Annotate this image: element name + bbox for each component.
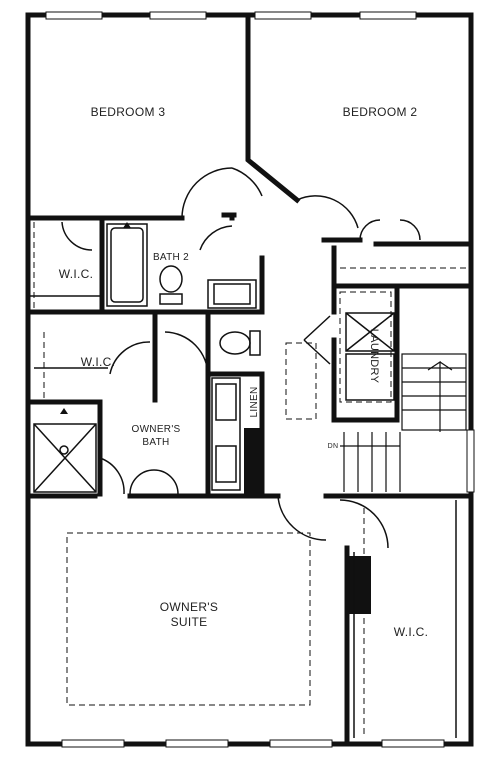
- dryer: [345, 353, 395, 401]
- laundry-outline: [339, 291, 392, 403]
- door-shower: [99, 457, 125, 495]
- bath2-toilet: [159, 265, 183, 293]
- linen-closet-fill: [244, 428, 260, 494]
- bath2-vanity: [207, 279, 257, 309]
- door-owners-bath-double-r: [153, 469, 179, 495]
- door-wic-middle: [109, 341, 151, 375]
- label-bedroom2: BEDROOM 2: [343, 105, 418, 119]
- label-linen: LINEN: [249, 387, 260, 418]
- label-owners-suite-line1: OWNER'S: [160, 600, 218, 614]
- label-stair-dn: DN: [328, 443, 339, 450]
- door-wic-upper: [61, 221, 93, 251]
- label-wic-middle-left: W.I.C.: [81, 355, 115, 369]
- shower: [33, 423, 97, 493]
- bathtub: [106, 223, 148, 307]
- owners-vanity: [211, 377, 241, 491]
- stairs: [340, 353, 467, 492]
- door-right-wic: [339, 499, 389, 549]
- label-wic-right: W.I.C.: [394, 625, 428, 639]
- label-owners-bath-line2: BATH: [142, 437, 169, 448]
- door-laundry-l: [359, 219, 381, 241]
- door-owners-suite: [277, 495, 327, 541]
- doors: [61, 167, 421, 549]
- marker-triangle-bath2: [123, 222, 131, 228]
- door-laundry-r: [399, 219, 421, 241]
- door-bedroom3-swing: [231, 167, 263, 197]
- owners-toilet: [219, 331, 251, 355]
- hall-attic: [285, 342, 317, 420]
- label-owners-suite-line2: SUITE: [171, 615, 208, 629]
- marker-triangle-shower: [60, 408, 68, 414]
- label-owners-bath-line1: OWNER'S: [131, 424, 180, 435]
- label-bath2: BATH 2: [153, 252, 189, 263]
- dashed-outlines: [33, 222, 466, 738]
- door-bedroom3: [181, 167, 233, 219]
- fixtures: [30, 223, 457, 738]
- washer: [345, 312, 395, 352]
- door-linen-2: [303, 339, 331, 365]
- owners-closet-pillar: [347, 556, 371, 614]
- label-wic-upper-left: W.I.C.: [59, 267, 93, 281]
- door-owners-bath: [164, 331, 209, 377]
- owners-suite-tray: [66, 532, 311, 706]
- windows: [45, 11, 475, 748]
- door-bath2: [199, 225, 233, 251]
- door-bedroom2: [296, 195, 359, 229]
- door-linen: [303, 315, 331, 341]
- door-owners-bath-double-l: [129, 469, 155, 495]
- label-laundry: LAUNDRY: [368, 329, 380, 384]
- label-bedroom3: BEDROOM 3: [91, 105, 166, 119]
